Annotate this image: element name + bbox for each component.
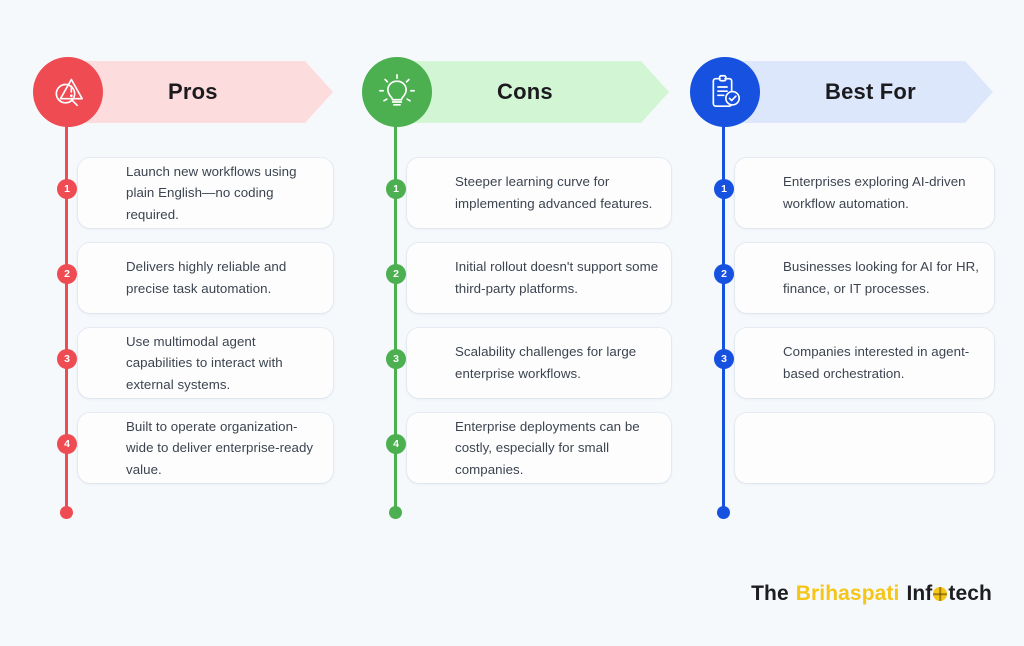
column-cons: Cons Steeper learning curve for implemen… — [362, 0, 672, 646]
timeline-line — [722, 120, 725, 512]
list-item-number-badge: 4 — [386, 434, 406, 454]
list-item-text: Enterprise deployments can be costly, es… — [455, 418, 640, 477]
list-item[interactable]: Delivers highly reliable and precise tas… — [78, 243, 333, 313]
column-pros: Pros Launch new workflows using plain En… — [33, 0, 338, 646]
list-item-number-badge: 4 — [57, 434, 77, 454]
banner-pros: Pros — [68, 61, 333, 123]
list-item-text: Scalability challenges for large enterpr… — [455, 344, 637, 381]
list-item[interactable]: Launch new workflows using plain English… — [78, 158, 333, 228]
clipboard-check-icon — [690, 57, 760, 127]
list-item[interactable]: Initial rollout doesn't support some thi… — [407, 243, 671, 313]
column-title: Pros — [168, 79, 218, 104]
list-item-number-badge: 1 — [386, 179, 406, 199]
column-title: Best For — [825, 79, 916, 104]
timeline-end-dot — [389, 506, 402, 519]
lightbulb-icon — [362, 57, 432, 127]
list-item-text: Enterprises exploring AI-driven workflow… — [783, 174, 966, 211]
column-title: Cons — [497, 79, 553, 104]
list-item-text: Use multimodal agent capabilities to int… — [126, 333, 283, 392]
list-item-number-badge: 3 — [714, 349, 734, 369]
list-item-number-badge: 3 — [57, 349, 77, 369]
list-item-text: Initial rollout doesn't support some thi… — [455, 259, 659, 296]
list-item-number-badge: 1 — [714, 179, 734, 199]
list-item-text: Companies interested in agent-based orch… — [783, 344, 970, 381]
list-item[interactable]: Scalability challenges for large enterpr… — [407, 328, 671, 398]
globe-icon — [933, 587, 948, 601]
timeline-end-dot — [717, 506, 730, 519]
list-item-text: Built to operate organization-wide to de… — [126, 418, 314, 477]
timeline-line — [394, 120, 397, 512]
timeline-end-dot — [60, 506, 73, 519]
list-item[interactable]: Enterprises exploring AI-driven workflow… — [735, 158, 994, 228]
logo-word-brihaspati: Brihaspati — [795, 582, 900, 605]
column-best-for: Best For Enterprises exploring AI-driven… — [690, 0, 995, 646]
magnifier-warning-icon — [33, 57, 103, 127]
list-item[interactable]: Built to operate organization-wide to de… — [78, 413, 333, 483]
list-item-number-badge: 2 — [386, 264, 406, 284]
list-item-text: Businesses looking for AI for HR, financ… — [783, 259, 980, 296]
list-item-number-badge: 1 — [57, 179, 77, 199]
list-item[interactable]: Companies interested in agent-based orch… — [735, 328, 994, 398]
list-item-number-badge: 3 — [386, 349, 406, 369]
logo-word-tech: tech — [948, 582, 992, 605]
list-item[interactable] — [735, 413, 994, 483]
list-item[interactable]: Steeper learning curve for implementing … — [407, 158, 671, 228]
list-item-text: Steeper learning curve for implementing … — [455, 174, 653, 211]
banner-best-for: Best For — [725, 61, 993, 123]
list-item-text: Launch new workflows using plain English… — [126, 163, 297, 222]
logo-word-inf: Inf — [906, 582, 933, 605]
timeline-line — [65, 120, 68, 512]
list-item-number-badge: 2 — [714, 264, 734, 284]
banner-cons: Cons — [397, 61, 669, 123]
list-item[interactable]: Businesses looking for AI for HR, financ… — [735, 243, 994, 313]
list-item[interactable]: Use multimodal agent capabilities to int… — [78, 328, 333, 398]
list-item-text: Delivers highly reliable and precise tas… — [126, 259, 287, 296]
list-item[interactable]: Enterprise deployments can be costly, es… — [407, 413, 671, 483]
list-item-number-badge: 2 — [57, 264, 77, 284]
logo-word-the: The — [751, 582, 789, 605]
